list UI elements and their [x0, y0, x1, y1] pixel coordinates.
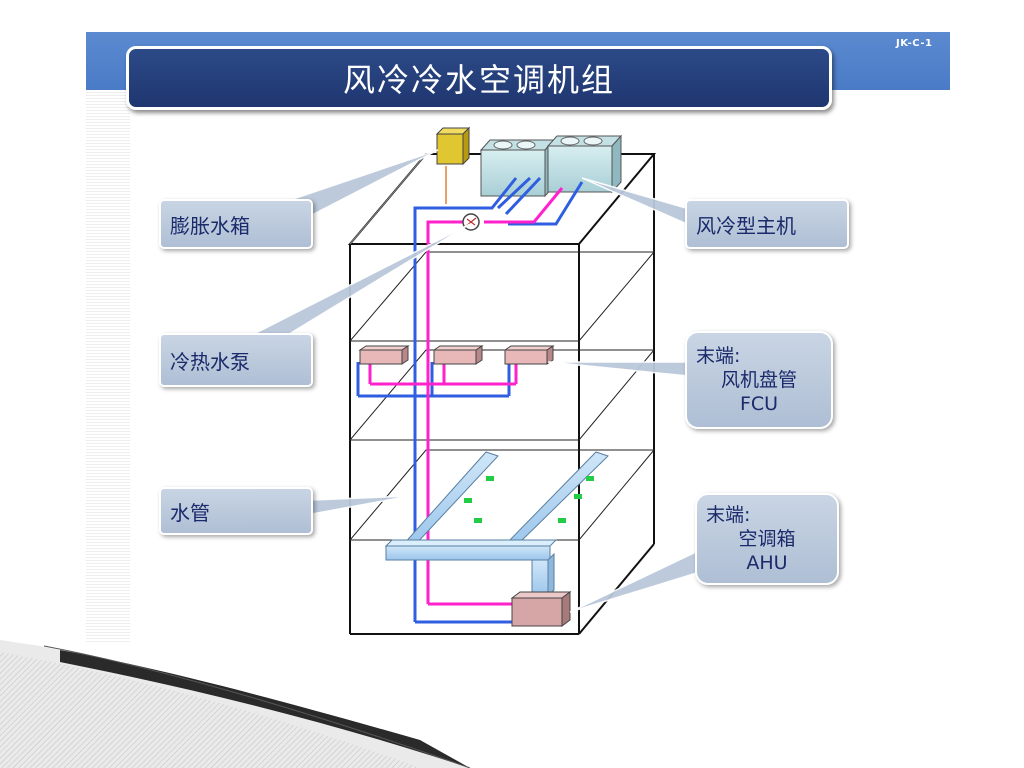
ahu-ductwork: [384, 451, 609, 598]
fan-coil-units: [358, 345, 555, 365]
building-frame: [347, 153, 657, 635]
callout-boxes: [159, 199, 849, 585]
callout-fcu-line2: 风机盘管: [720, 369, 797, 391]
callout-fcu: 末端: 风机盘管 FCU: [686, 334, 832, 426]
callout-pointers: [249, 149, 701, 613]
callout-pipe: 水管: [170, 500, 210, 525]
callout-ahu-line1: 末端:: [706, 504, 751, 526]
page-curl-decoration: [0, 640, 471, 768]
callout-ahu: 末端: 空调箱 AHU: [696, 496, 838, 582]
ahu-unit: [510, 591, 572, 627]
title-box: 风冷冷水空调机组: [126, 46, 832, 110]
callout-ahu-line3: AHU: [746, 552, 788, 574]
callout-pump: 冷热水泵: [170, 349, 250, 374]
slide-title: 风冷冷水空调机组: [342, 61, 615, 99]
water-piping: [356, 176, 584, 624]
callout-ahu-line2: 空调箱: [738, 528, 796, 550]
callout-fcu-line3: FCU: [739, 393, 779, 415]
slide-id: JK-C-1: [896, 38, 933, 49]
callout-fcu-line1: 末端:: [696, 345, 741, 367]
chiller-units: [479, 134, 623, 198]
callout-chiller: 风冷型主机: [696, 213, 796, 238]
left-decoration: [86, 92, 130, 644]
expansion-tank: [435, 126, 471, 204]
callout-expansion-tank: 膨胀水箱: [170, 213, 250, 238]
